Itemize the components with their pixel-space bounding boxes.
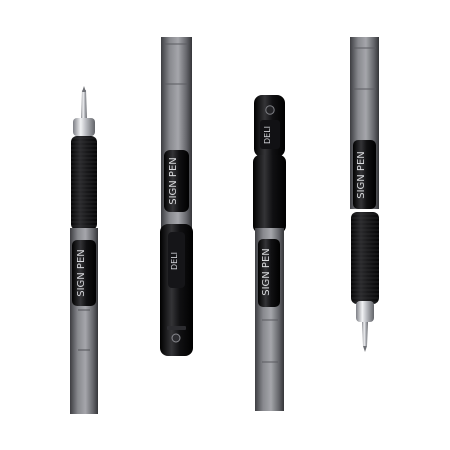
pen-3-brand: DELI xyxy=(263,126,272,144)
pen-2-label: SIGN PEN xyxy=(168,157,179,205)
pen-4-label: SIGN PEN xyxy=(356,151,367,199)
pen-2-brand: DELI xyxy=(170,252,179,270)
pen-4: SIGN PEN xyxy=(350,37,379,352)
pen-2: SIGN PEN DELI xyxy=(160,37,193,356)
pen-3-label: SIGN PEN xyxy=(261,248,272,296)
pen-1-label: SIGN PEN xyxy=(76,249,87,297)
pen-1: SIGN PEN xyxy=(70,86,98,414)
pen-3: DELI SIGN PEN xyxy=(253,95,286,411)
